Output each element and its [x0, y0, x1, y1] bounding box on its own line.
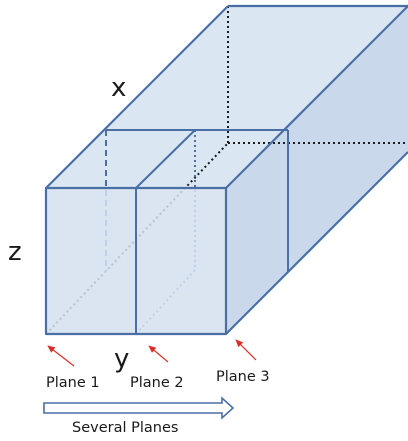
- plane-2-label: Plane 2: [130, 375, 184, 391]
- plane-1-pointer: [47, 345, 75, 367]
- right-side-face: [226, 6, 408, 334]
- plane-slices: [106, 129, 289, 334]
- axis-label-z: z: [8, 237, 22, 267]
- plane-3-pointer: [235, 339, 257, 361]
- plane-3-label: Plane 3: [216, 369, 270, 385]
- axis-label-y: y: [114, 344, 129, 374]
- pointer-arrows: [47, 339, 257, 367]
- several-planes-arrow: [43, 396, 235, 420]
- plane-1-label: Plane 1: [46, 375, 100, 391]
- several-planes-label: Several Planes: [72, 420, 178, 436]
- plane-2-pointer: [148, 345, 169, 363]
- axis-label-x: x: [111, 73, 126, 103]
